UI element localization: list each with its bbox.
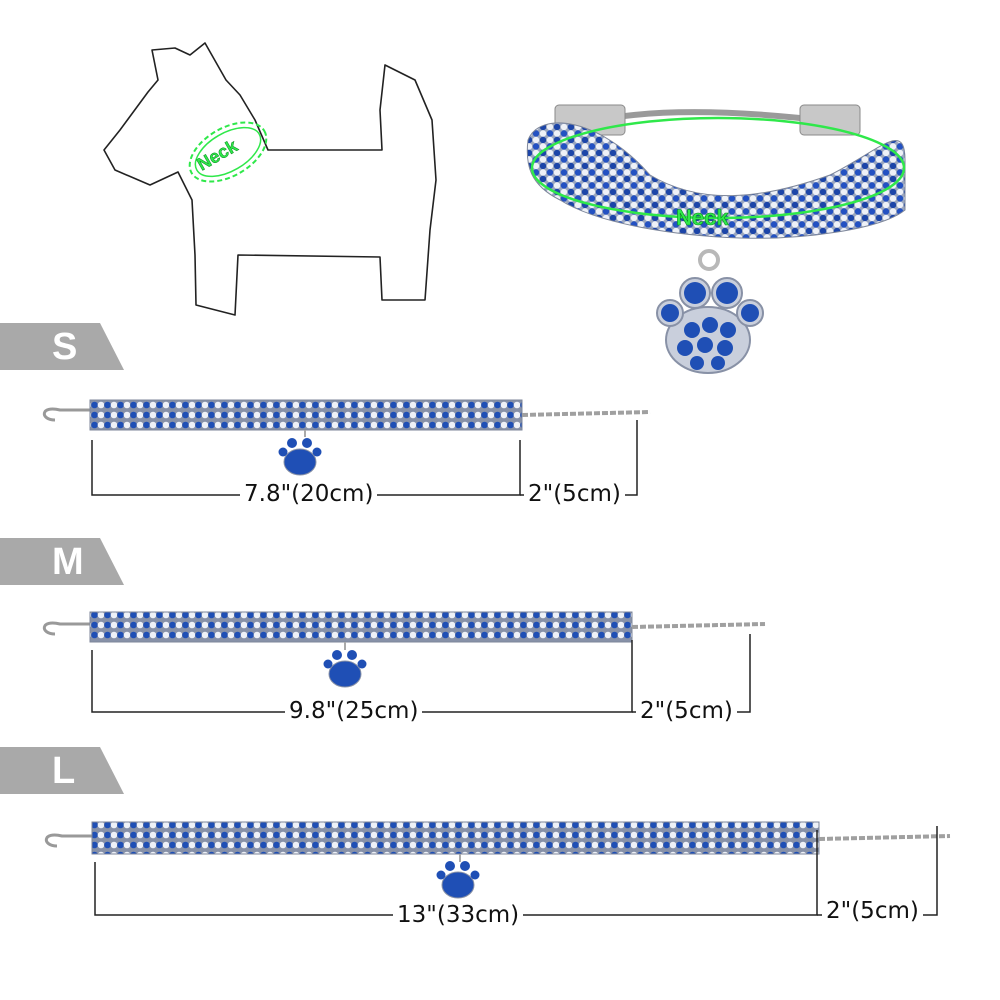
clasp-m xyxy=(42,621,90,636)
chain-s xyxy=(521,410,651,417)
gem-band-m xyxy=(89,611,633,643)
dog-neck-ellipse xyxy=(188,121,268,183)
paw-pendant-large xyxy=(656,277,764,374)
extension-label-s: 2"(5cm) xyxy=(524,481,625,507)
pendant-ring xyxy=(698,249,720,271)
length-label-l: 13"(33cm) xyxy=(393,902,524,928)
paw-pendant-l xyxy=(436,854,480,899)
extension-label-l: 2"(5cm) xyxy=(822,898,923,924)
size-tab-m: M xyxy=(0,538,125,585)
extension-label-m: 2"(5cm) xyxy=(636,698,737,724)
clasp-s xyxy=(42,407,90,422)
paw-pendant-m xyxy=(323,642,367,688)
collar-neck-label: Neck xyxy=(676,205,729,231)
length-label-s: 7.8"(20cm) xyxy=(240,481,378,507)
clasp-l xyxy=(44,833,92,848)
dog-silhouette xyxy=(103,42,437,316)
size-letter-m: M xyxy=(52,541,84,583)
chain-m xyxy=(631,622,766,629)
collar-gem-band xyxy=(526,122,906,239)
size-letter-s: S xyxy=(52,326,78,368)
gem-band-s xyxy=(89,399,523,431)
length-label-m: 9.8"(25cm) xyxy=(285,698,423,724)
collar-clasp-right xyxy=(799,104,861,136)
paw-pendant-s xyxy=(278,430,322,476)
dog-neck-ellipse-back xyxy=(194,126,262,178)
size-letter-l: L xyxy=(52,750,76,792)
size-tab-s: S xyxy=(0,323,125,370)
gem-band-l xyxy=(91,821,820,855)
collar-neck-ellipse xyxy=(530,116,906,220)
chain-l xyxy=(818,834,951,841)
size-tab-l: L xyxy=(0,747,125,794)
